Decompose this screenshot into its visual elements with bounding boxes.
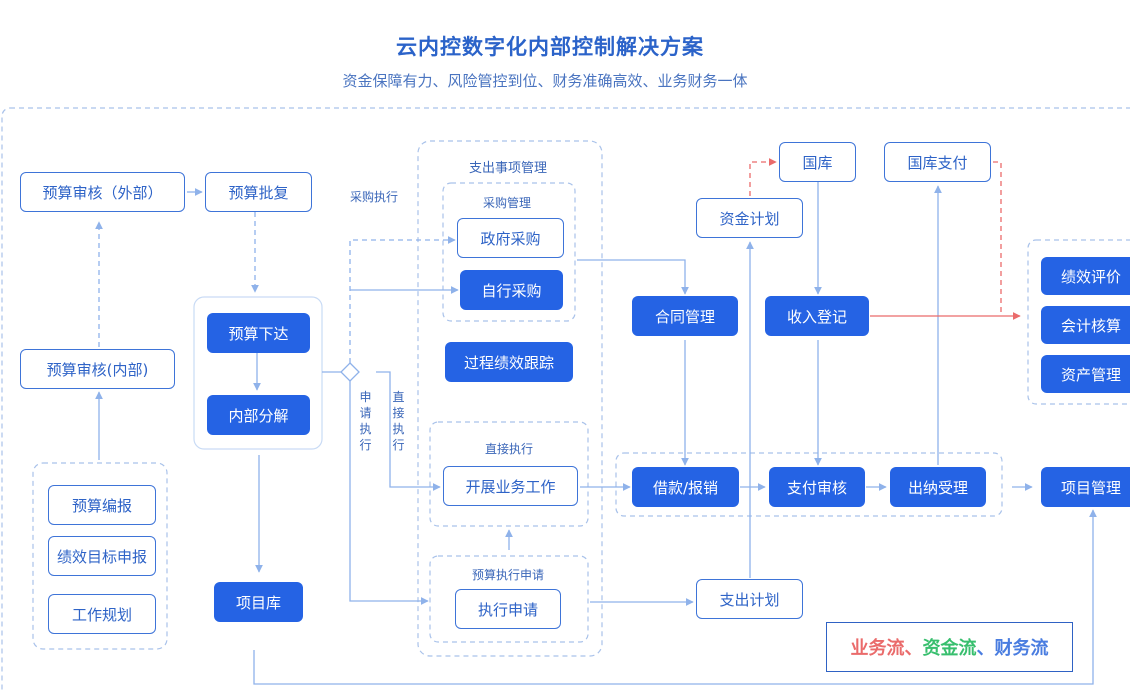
treasury-node[interactable]: 国库: [779, 142, 856, 182]
right-group: [1027, 239, 1130, 405]
main-frame: [1, 107, 1130, 690]
exec-apply-node[interactable]: 执行申请: [455, 589, 561, 629]
apply-group-title: 预算执行申请: [472, 568, 545, 582]
treasury-pay-node[interactable]: 国库支付: [884, 142, 991, 182]
prep-group: [32, 462, 168, 650]
legend-fund-flow: 资金流: [922, 638, 977, 659]
page-title: 云内控数字化内部控制解决方案: [396, 35, 704, 59]
gov-purchase-node[interactable]: 政府采购: [457, 218, 564, 258]
budget-compile-node[interactable]: 预算编报: [48, 485, 156, 525]
project-library-node[interactable]: 项目库: [214, 582, 303, 622]
work-plan-node[interactable]: 工作规划: [48, 594, 156, 634]
legend-business-flow: 业务流: [850, 638, 905, 659]
legend-sep-2: 、: [976, 638, 995, 659]
fund-plan-node[interactable]: 资金计划: [696, 198, 803, 238]
legend-finance-flow: 财务流: [994, 638, 1049, 659]
approval-node[interactable]: 预算批复: [205, 172, 312, 212]
perf-tracking-node[interactable]: 过程绩效跟踪: [445, 342, 573, 382]
project-mgmt-node[interactable]: 项目管理: [1041, 467, 1130, 507]
contract-node[interactable]: 合同管理: [632, 296, 738, 336]
direct-exec-label: 直 接 执 行: [392, 390, 405, 452]
internal-review-node[interactable]: 预算审核(内部): [20, 349, 175, 389]
do-business-node[interactable]: 开展业务工作: [443, 466, 578, 506]
accounting-node[interactable]: 会计核算: [1041, 306, 1130, 344]
expense-plan-node[interactable]: 支出计划: [696, 579, 803, 619]
budget-group: [193, 296, 323, 450]
page-subtitle: 资金保障有力、风险管控到位、财务准确高效、业务财务一体: [342, 72, 748, 90]
expense-group-title: 支出事项管理: [469, 161, 548, 176]
flow-legend: 业务流 、 资金流 、 财务流: [826, 622, 1073, 672]
decompose-node[interactable]: 内部分解: [207, 395, 310, 435]
issue-node[interactable]: 预算下达: [207, 313, 310, 353]
self-purchase-node[interactable]: 自行采购: [460, 270, 563, 310]
perf-target-node[interactable]: 绩效目标申报: [48, 536, 156, 576]
pay-review-node[interactable]: 支付审核: [769, 467, 865, 507]
purchase-exec-label: 采购执行: [350, 190, 399, 204]
external-review-node[interactable]: 预算审核（外部）: [20, 172, 185, 212]
purchase-group: [442, 182, 576, 322]
asset-node[interactable]: 资产管理: [1041, 355, 1130, 393]
payment-group: [615, 452, 1003, 517]
income-node[interactable]: 收入登记: [765, 296, 869, 336]
apply-exec-label: 申 请 执 行: [359, 390, 372, 452]
apply-group: [429, 555, 589, 643]
legend-sep-1: 、: [904, 638, 923, 659]
loan-reimburse-node[interactable]: 借款/报销: [632, 467, 739, 507]
expense-group: [417, 140, 603, 657]
direct-group-title: 直接执行: [485, 442, 534, 456]
cashier-node[interactable]: 出纳受理: [890, 467, 986, 507]
purchase-group-title: 采购管理: [483, 196, 532, 210]
direct-group: [429, 421, 589, 527]
perf-eval-node[interactable]: 绩效评价: [1041, 257, 1130, 295]
